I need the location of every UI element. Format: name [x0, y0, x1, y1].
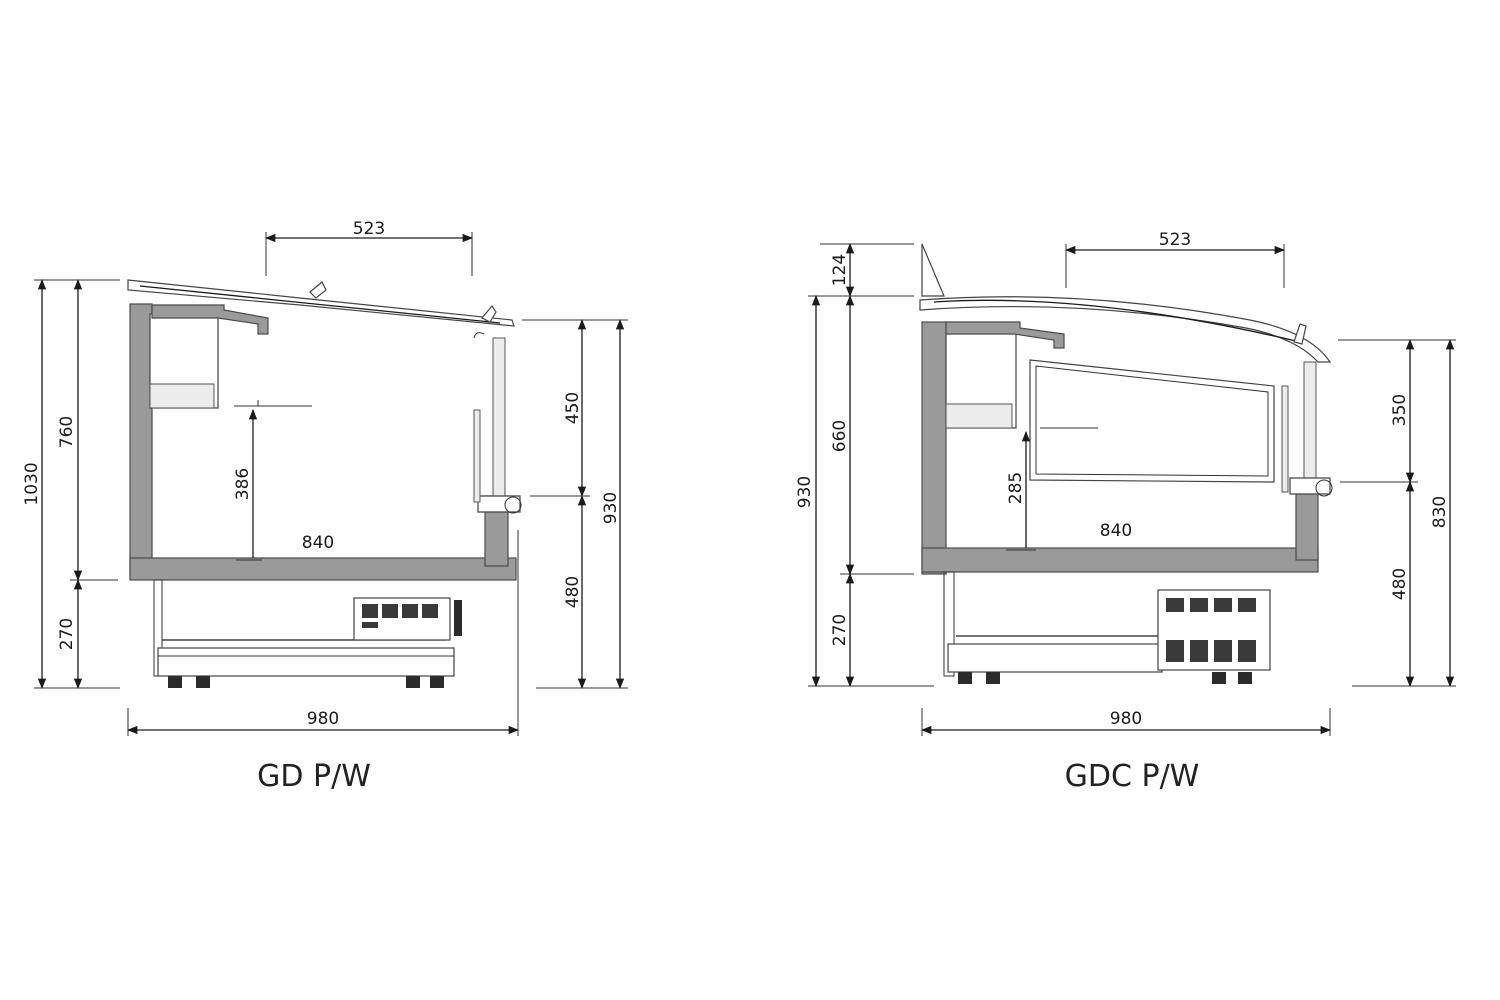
glass-lid-left — [127, 279, 515, 339]
dim-overall-width-right: 980 — [1110, 709, 1142, 729]
dimension-lines-right — [808, 242, 1456, 736]
dim-front-total-left: 930 — [601, 492, 621, 524]
dim-front-upper-left: 450 — [563, 392, 583, 424]
dim-front-upper-right: 350 — [1390, 394, 1410, 426]
glass-lid-right — [919, 296, 1332, 363]
dim-base-height-right: 270 — [830, 614, 850, 646]
caption-right: GDC P/W — [1065, 759, 1200, 794]
dim-overall-width-left: 980 — [307, 709, 339, 729]
dim-total-height-right: 930 — [795, 476, 815, 508]
dim-top-opening-left: 523 — [353, 219, 385, 239]
dim-inner-width-right: 840 — [1100, 521, 1132, 541]
dim-upper-height-right: 660 — [830, 420, 850, 452]
caption-left: GD P/W — [257, 759, 371, 794]
dimension-labels-right: 523 124 660 930 270 285 840 350 480 830 … — [795, 230, 1450, 729]
dim-front-lower-left: 480 — [563, 576, 583, 608]
base-left — [153, 579, 462, 688]
cabinet-body-right — [921, 243, 1333, 575]
dim-inner-depth-right: 285 — [1006, 472, 1026, 504]
unit-gd-pw: 523 1030 760 270 386 840 450 480 930 980… — [22, 219, 628, 794]
dim-base-height-left: 270 — [57, 618, 77, 650]
dimension-labels-left: 523 1030 760 270 386 840 450 480 930 980 — [22, 219, 621, 729]
compressor-grille-right — [1166, 598, 1256, 662]
dimension-lines-left — [34, 232, 628, 736]
compressor-grille-left — [362, 604, 438, 628]
dim-front-total-right: 830 — [1430, 496, 1450, 528]
base-right — [943, 571, 1271, 684]
dim-inner-width-left: 840 — [302, 533, 334, 553]
dim-front-lower-right: 480 — [1390, 568, 1410, 600]
dim-upper-height-left: 760 — [57, 416, 77, 448]
cabinet-body-left — [129, 303, 522, 581]
unit-gdc-pw: 523 124 660 930 270 285 840 350 480 830 … — [795, 230, 1456, 794]
dim-canopy-height-right: 124 — [830, 254, 850, 286]
dim-total-height-left: 1030 — [22, 462, 42, 505]
dim-top-opening-right: 523 — [1159, 230, 1191, 250]
dim-inner-depth-left: 386 — [233, 468, 253, 500]
